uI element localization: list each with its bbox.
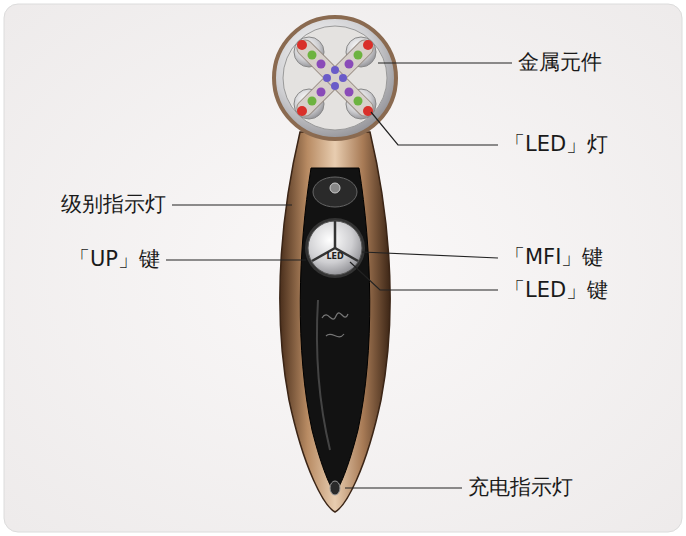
part-label: 级别指示灯 (61, 193, 166, 216)
front-panel (300, 168, 370, 494)
button-divider (334, 221, 337, 248)
cross-arms (264, 7, 405, 148)
metal-plates (294, 37, 376, 119)
control-button (308, 221, 362, 275)
leader-line (166, 259, 306, 260)
led-lights (297, 40, 373, 116)
leader-line (371, 112, 498, 145)
brand-script (322, 313, 348, 337)
level-indicator (330, 183, 340, 193)
part-label: 「LED」键 (504, 279, 608, 302)
part-label: 「UP」键 (69, 248, 160, 271)
leader-line (345, 487, 462, 488)
leader-line (378, 62, 512, 63)
panel-highlight (317, 300, 330, 450)
handle-body (280, 132, 390, 512)
leader-line (350, 262, 498, 290)
indicator-window (313, 177, 357, 207)
head-face (283, 26, 387, 130)
leader-line (172, 204, 292, 205)
button-ring (305, 218, 365, 278)
part-label: 「LED」灯 (504, 133, 608, 156)
charge-indicator (330, 481, 340, 495)
button-marking: LED (326, 253, 343, 262)
part-label: 「MFI」键 (504, 246, 603, 269)
leader-line (362, 252, 498, 258)
background-card (4, 4, 682, 532)
part-label: 金属元件 (518, 51, 602, 74)
part-label: 充电指示灯 (468, 476, 573, 499)
